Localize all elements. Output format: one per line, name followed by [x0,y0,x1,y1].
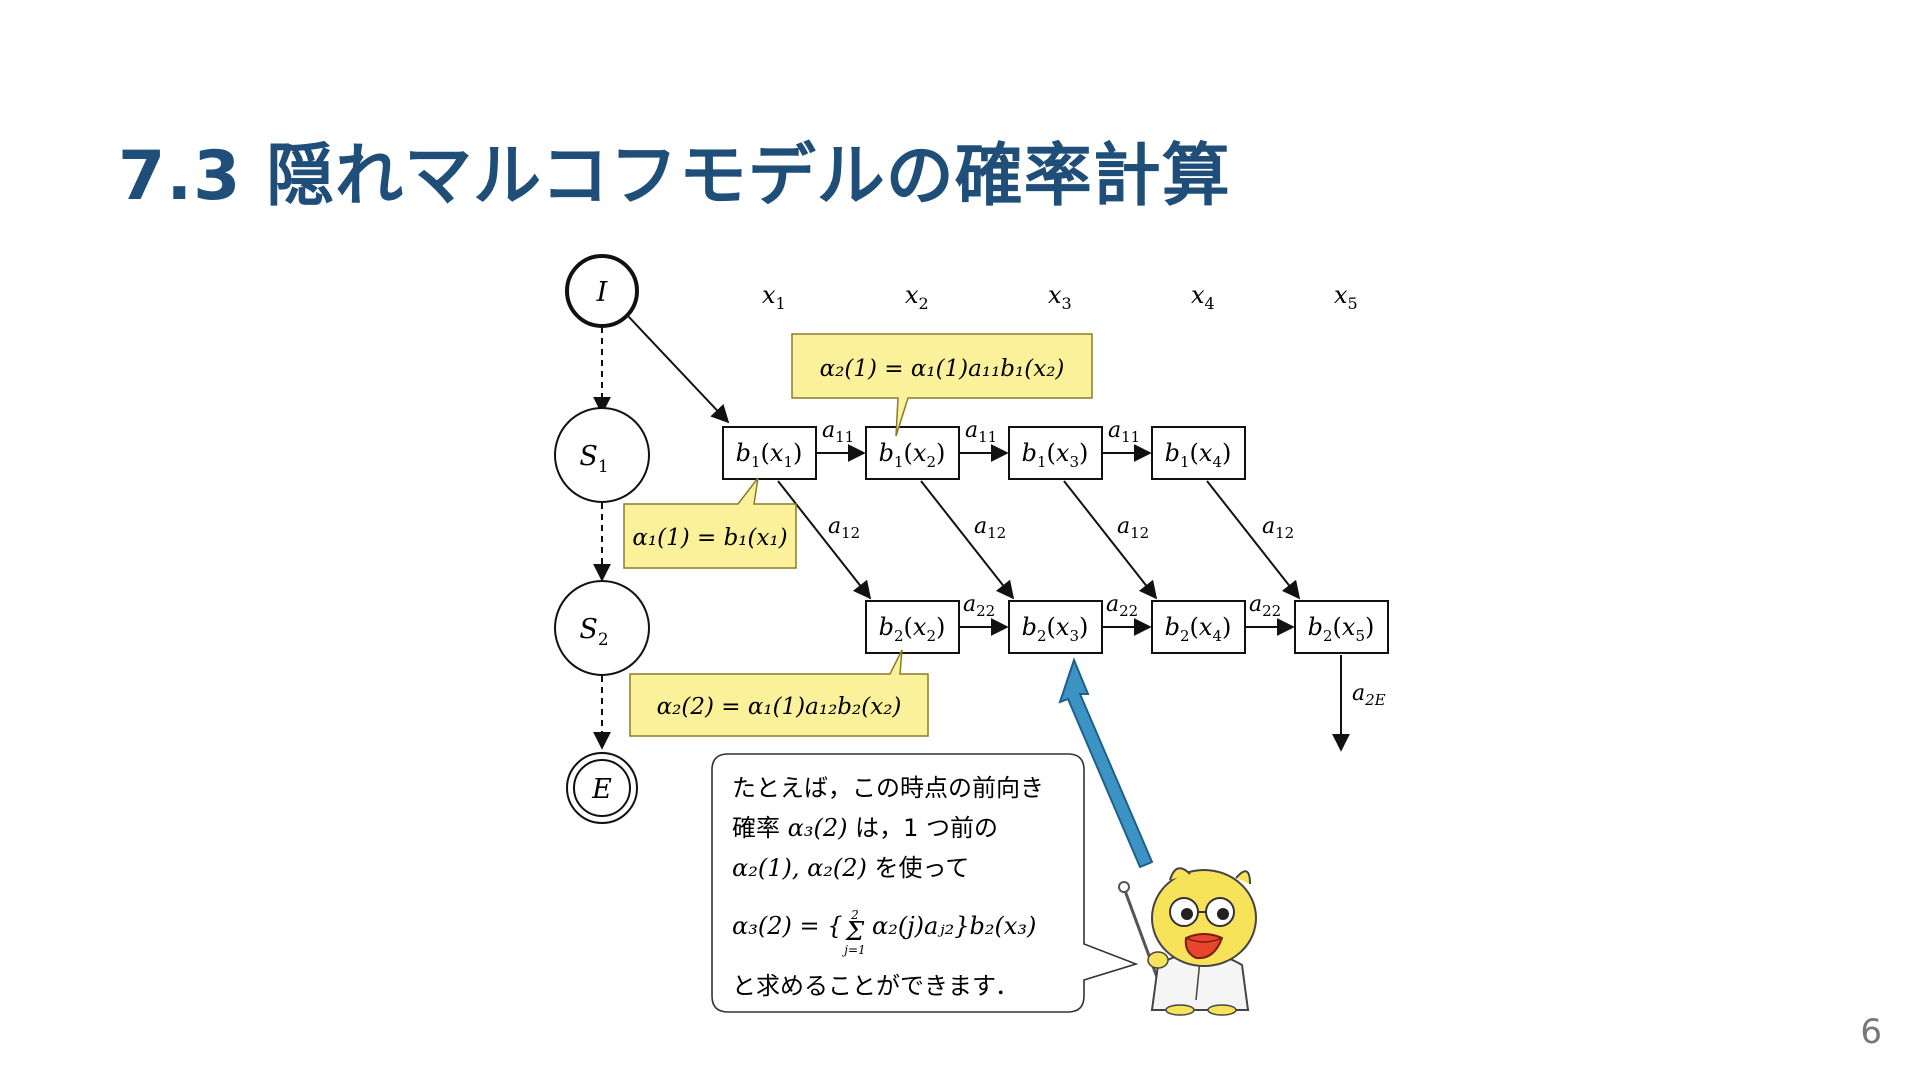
svg-text:S1: S1 [579,441,608,477]
label-a12-4: a12 [1262,514,1294,542]
callout-alpha2-1: α₂(1) = α₁(1)a₁₁b₁(x₂) [791,333,1093,437]
state-s1: S1 [554,407,650,503]
speech-line-4-formula: α₃(2) = { 2 Σ j=1 α₂(j)aⱼ₂}b₂(x₃) [732,908,1036,957]
svg-text:b1(x1): b1(x1) [736,439,803,471]
svg-text:E: E [591,774,612,805]
svg-text:S2: S2 [579,614,608,650]
svg-text:j=1: j=1 [841,943,865,957]
label-a12-1: a12 [828,514,860,542]
speech-line-1: たとえば，この時点の前向き [732,774,1044,802]
trellis-node-row2-t5: b2(x5) [1294,600,1389,654]
pointer-arrow [1058,657,1154,869]
transition-a12-arrow-3 [1063,480,1158,600]
svg-text:b2(x4): b2(x4) [1165,613,1232,645]
trellis-node-row1-t1: b1(x1) [722,426,817,480]
trellis-node-row2-t4: b2(x4) [1151,600,1246,654]
speech-bubble: たとえば，この時点の前向き 確率 α₃(2) は，1 つ前の α₂(1), α₂… [711,753,1139,1013]
label-a11-3: a11 [1108,418,1140,446]
observation-x1: x1 [762,281,786,313]
initial-to-first-node-arrow [627,315,730,424]
svg-text:b2(x3): b2(x3) [1022,613,1089,645]
trellis-node-row1-t2: b1(x2) [865,426,960,480]
observation-x3: x3 [1048,281,1072,313]
observation-x4: x4 [1191,281,1215,313]
label-a22-1: a22 [963,592,995,620]
transition-a12-arrow-1 [777,480,872,600]
professor-bird-mascot-icon [1118,867,1257,1016]
label-a12-3: a12 [1117,514,1149,542]
trellis-node-row2-t2: b2(x2) [865,600,960,654]
svg-text:b2(x5): b2(x5) [1308,613,1375,645]
slide-title: 7.3 隠れマルコフモデルの確率計算 [118,137,1231,216]
svg-text:b2(x2): b2(x2) [879,613,946,645]
svg-text:b1(x3): b1(x3) [1022,439,1089,471]
trellis-node-row1-t4: b1(x4) [1151,426,1246,480]
label-a11-2: a11 [965,418,997,446]
label-a22-3: a22 [1249,592,1281,620]
transition-a12-arrow-2 [920,480,1015,600]
svg-text:2: 2 [850,908,859,922]
callout-alpha1-1: α₁(1) = b₁(x₁) [623,477,797,569]
state-s2: S2 [554,580,650,676]
transition-a12-arrow-4 [1206,480,1301,600]
svg-text:α₂(1) = α₁(1)a₁₁b₁(x₂): α₂(1) = α₁(1)a₁₁b₁(x₂) [820,356,1065,382]
state-initial: I [565,254,639,328]
svg-text:α₂(j)aⱼ₂}b₂(x₃): α₂(j)aⱼ₂}b₂(x₃) [872,912,1036,940]
callout-alpha2-2: α₂(2) = α₁(1)a₁₂b₂(x₂) [629,649,929,737]
state-end: E [566,752,638,824]
label-a12-2: a12 [974,514,1006,542]
label-a11-1: a11 [822,418,854,446]
speech-line-3: α₂(1), α₂(2) を使って [732,854,969,882]
svg-text:b1(x2): b1(x2) [879,439,946,471]
svg-text:Σ: Σ [845,917,865,947]
svg-text:α₁(1) = b₁(x₁): α₁(1) = b₁(x₁) [632,525,787,551]
svg-text:I: I [596,277,609,308]
speech-line-5: と求めることができます． [732,972,1019,1000]
svg-text:α₃(2) = {: α₃(2) = { [732,912,842,940]
page-number: 6 [1860,1012,1882,1052]
svg-text:b1(x4): b1(x4) [1165,439,1232,471]
label-a2E: a2E [1352,681,1386,709]
trellis-node-row1-t3: b1(x3) [1008,426,1103,480]
speech-line-2: 確率 α₃(2) は，1 つ前の [732,814,998,842]
observation-x5: x5 [1334,281,1358,313]
label-a22-2: a22 [1106,592,1138,620]
svg-text:α₂(2) = α₁(1)a₁₂b₂(x₂): α₂(2) = α₁(1)a₁₂b₂(x₂) [657,694,902,720]
trellis-node-row2-t3: b2(x3) [1008,600,1103,654]
observation-x2: x2 [905,281,929,313]
